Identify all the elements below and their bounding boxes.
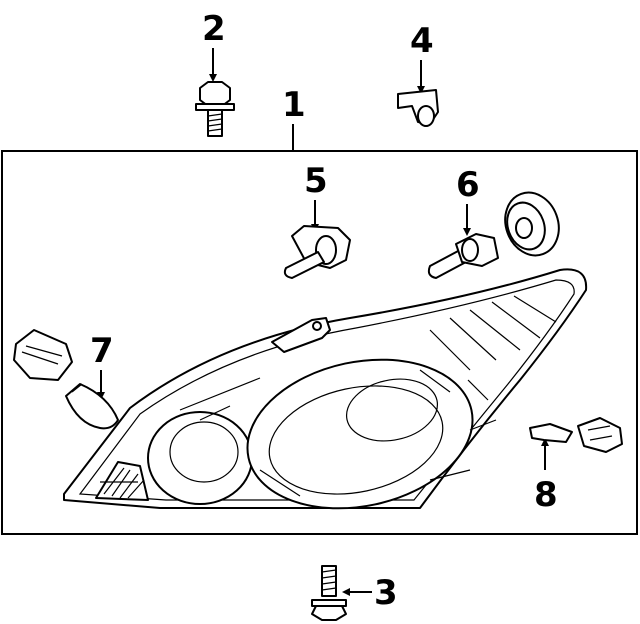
- clip-part-4: [397, 89, 439, 127]
- callout-3: 3: [342, 573, 398, 613]
- wedge-bulb-part-8: [529, 423, 573, 443]
- headlamp-assembly: [63, 268, 588, 510]
- callout-label-6: 6: [456, 165, 480, 205]
- bulb-part-7: [65, 383, 119, 430]
- assembly-frame: [1, 150, 638, 535]
- callout-8: 8: [534, 438, 558, 515]
- bulb-part-5: [283, 225, 351, 279]
- bolt-part-3: [311, 565, 347, 621]
- callout-label-2: 2: [202, 9, 226, 49]
- callout-7: 7: [90, 331, 114, 400]
- callout-label-4: 4: [410, 21, 434, 61]
- callout-1: 1: [282, 85, 306, 151]
- callout-2: 2: [202, 9, 226, 82]
- bulb-part-6: [427, 233, 499, 279]
- callout-6: 6: [456, 165, 480, 236]
- bolt-part-2: [195, 81, 235, 137]
- callout-label-5: 5: [304, 161, 328, 201]
- socket-part-8: [577, 417, 623, 453]
- callout-label-1: 1: [282, 85, 306, 125]
- callout-4: 4: [410, 21, 434, 94]
- callout-label-7: 7: [90, 331, 114, 371]
- callout-label-8: 8: [534, 475, 558, 515]
- callout-label-3: 3: [374, 573, 398, 613]
- socket-part-7: [13, 329, 73, 381]
- dust-cap-part-6: [504, 191, 560, 257]
- callout-5: 5: [304, 161, 328, 232]
